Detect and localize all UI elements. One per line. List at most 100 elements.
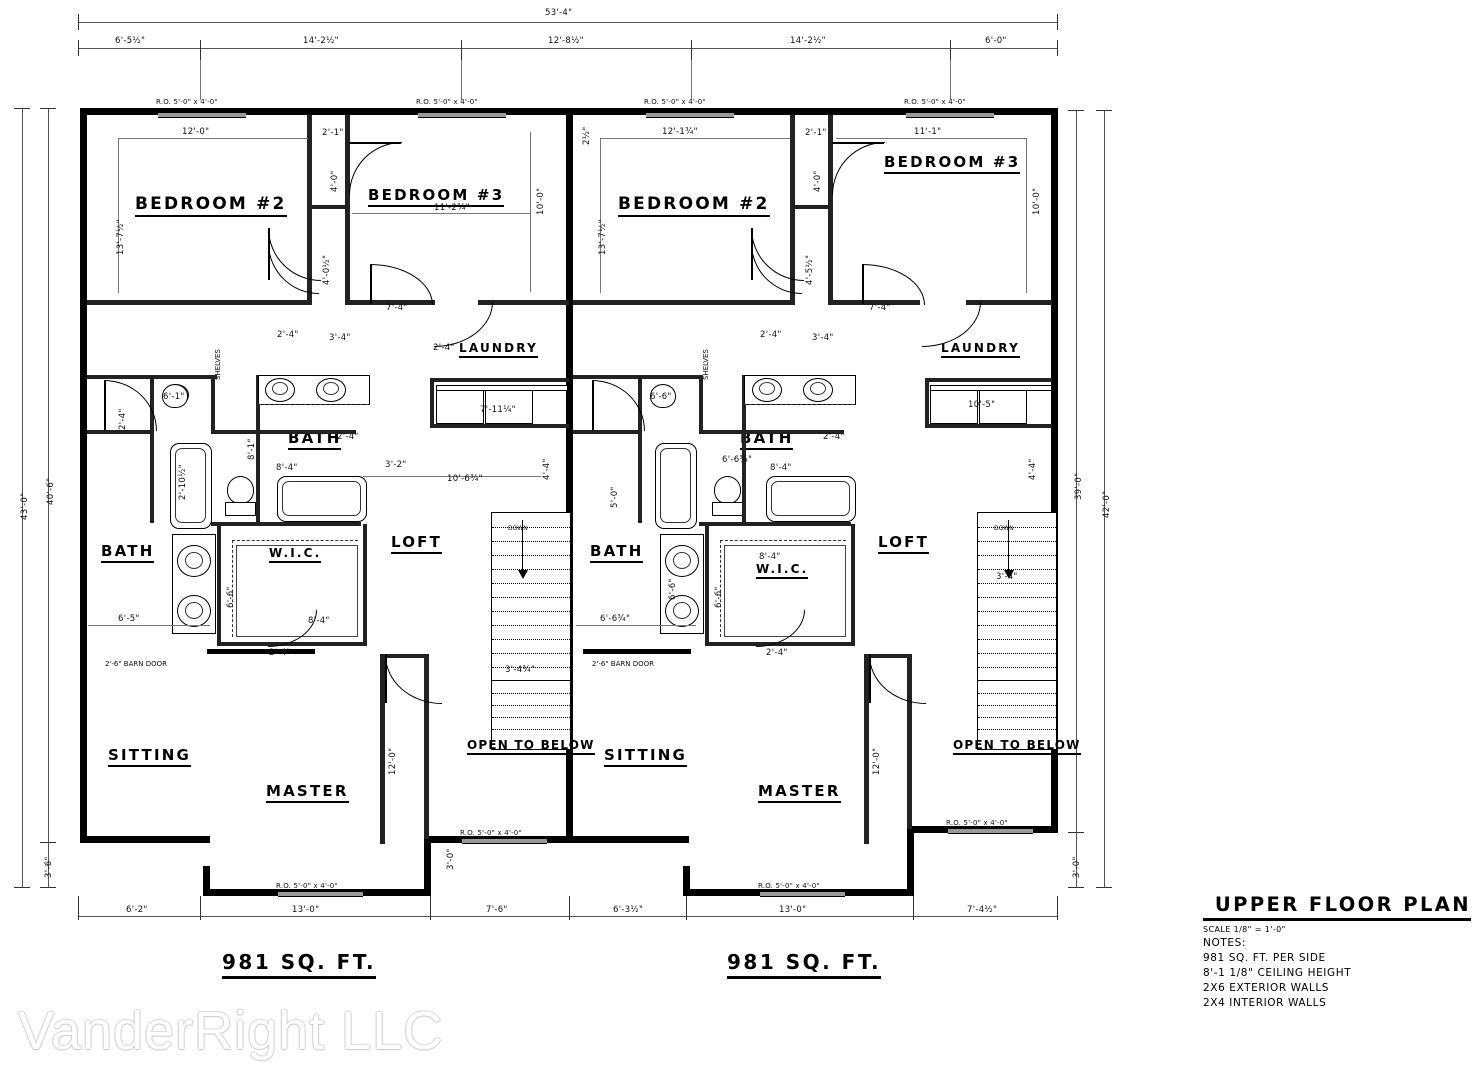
dim-l-mid-1: 3'-2": [385, 460, 407, 470]
dim-l-door-2: 2'-4": [277, 330, 299, 340]
sink-right-2: [803, 378, 833, 402]
wall-laundry-side-left: [430, 378, 434, 428]
wall-bath-v-right: [742, 430, 746, 525]
door-bed3-hall-right: [862, 264, 925, 305]
window-ro-note-2: R.O. 5'-0" x 4'-0": [416, 98, 478, 106]
washer-right: [930, 388, 978, 424]
wall-bath-left-a: [211, 375, 215, 430]
wall-bath-v-left: [256, 430, 260, 525]
exterior-wall-right: [1051, 108, 1058, 833]
dim-r-bed2-height: 13'-7½": [598, 219, 608, 255]
wall-bed3-closet-r: [828, 115, 833, 305]
window-bottom-3: [760, 891, 845, 897]
left-outer-dim-line: [22, 108, 23, 888]
room-label-loft-right: LOFT: [878, 533, 930, 554]
dim-bottom-l3: 7'-6": [486, 905, 508, 915]
dryer-right: [979, 388, 1027, 424]
dim-l-bath-door: 2'-4": [337, 432, 359, 442]
dim-l-bed2-height: 13'-7½": [116, 219, 126, 255]
party-wall: [566, 108, 573, 843]
window-ro-note-4: R.O. 5'-0" x 4'-0": [904, 98, 966, 106]
right-outer-dim-line: [1104, 110, 1105, 887]
dim-l-closet-w: 2'-1": [322, 128, 344, 138]
dim-top-1: 6'-5½": [115, 36, 146, 46]
dim-left-bottom: 3'-6": [44, 856, 54, 878]
left-inner-dim-line: [48, 108, 49, 843]
room-label-laundry-right: LAUNDRY: [941, 341, 1020, 358]
wall-master-right: [864, 654, 869, 844]
dim-l-jog: 3'-0": [446, 848, 456, 870]
dim-r-stair: 3'-4": [996, 572, 1018, 582]
right-inner-dim-line: [1076, 110, 1077, 833]
wall-bath2-top-right: [573, 375, 703, 379]
dim-r-bed2-width: 12'-1¾": [662, 127, 698, 137]
open-to-below-left: OPEN TO BELOW: [467, 738, 595, 755]
window-bottom-2: [462, 838, 547, 844]
wall-laundry-bottom-right: [925, 424, 1052, 428]
barn-door-note-right: 2'-6" BARN DOOR: [592, 660, 654, 668]
dim-r-wic-door: 2'-4": [766, 648, 788, 658]
room-label-laundry-left: LAUNDRY: [459, 341, 538, 358]
dim-l-wic-w: 8'-4": [308, 616, 330, 626]
bathtub-left-upper: [277, 476, 367, 522]
stair-direction-left: DOWN: [508, 525, 528, 532]
wall-bath2-div-left: [87, 430, 152, 434]
exterior-wall-jog-r2: [907, 826, 914, 896]
dim-l-mid-3: 4'-4": [542, 458, 552, 480]
exterior-wall-jog-r1: [683, 866, 690, 896]
dim-l-door-1: 3'-4": [329, 333, 351, 343]
dim-top-5: 6'-0": [985, 36, 1007, 46]
notes-header: NOTES:: [1203, 937, 1246, 949]
wall-bed2-bed3-r: [790, 115, 795, 305]
wall-bed3-bottom-rb: [966, 300, 1052, 305]
open-to-below-right: OPEN TO BELOW: [953, 738, 1081, 755]
door-bed3-right: [832, 142, 885, 195]
wall-bath-right-a: [699, 375, 703, 430]
dim-top-4: 14'-2½": [790, 36, 826, 46]
wall-bed2-bottom: [87, 300, 312, 305]
room-label-loft-left: LOFT: [391, 533, 443, 554]
dim-r-door-2: 2'-4": [760, 330, 782, 340]
window-ro-note-3: R.O. 5'-0" x 4'-0": [644, 98, 706, 106]
dim-left-inner: 40'-6": [46, 477, 56, 505]
sheet-title: UPPER FLOOR PLAN: [1203, 893, 1471, 921]
dim-right-inner: 39'-0": [1074, 472, 1084, 500]
exterior-wall-bottom-r1: [569, 836, 689, 843]
dim-top-3: 12'-8½": [548, 36, 584, 46]
dim-l-laundry-w: 7'-11¼": [480, 405, 516, 415]
dim-r-closet-h2: 4'-5½": [805, 254, 815, 285]
dim-l-bath2-d: 6'-1": [163, 392, 185, 402]
dim-right-outer: 42'-0": [1102, 490, 1112, 518]
area-label-right: 981 SQ. FT.: [727, 950, 882, 979]
dim-l-bed2-width: 12'-0": [182, 127, 210, 137]
room-label-bath-lower-right: BATH: [590, 542, 644, 563]
exterior-wall-jog-l2: [424, 836, 431, 896]
door-master-left: [385, 655, 442, 704]
laundry-counter-right: [930, 385, 1052, 391]
window-bottom-1: [278, 891, 363, 897]
wall-bath-div-right: [699, 430, 844, 434]
stairs-right-lower: [977, 680, 1057, 750]
room-label-wic-right: W.I.C.: [756, 562, 809, 579]
dim-l-laundry-door: 2'-4": [433, 343, 455, 353]
wall-bath2-v-left: [150, 379, 154, 523]
wall-bath2-top-left: [87, 375, 217, 379]
sheet-scale: SCALE 1/8" = 1'-0": [1203, 925, 1286, 934]
watermark: VanderRight LLC: [18, 1001, 444, 1061]
note-line-1: 981 SQ. FT. PER SIDE: [1203, 952, 1326, 964]
stair-direction-right: DOWN: [994, 525, 1014, 532]
dim-r-offset: 2½": [582, 126, 592, 145]
dim-r-bath2-w: 6'-6¾": [600, 614, 631, 624]
washer-left: [436, 388, 484, 424]
wall-wic-right-a: [705, 524, 709, 646]
stairs-right: [977, 512, 1057, 682]
note-line-4: 2X4 INTERIOR WALLS: [1203, 997, 1327, 1009]
wall-laundry-top-right: [925, 378, 1052, 382]
room-label-bedroom3-right: BEDROOM #3: [884, 153, 1021, 174]
dim-bottom-l2: 13'-0": [292, 905, 320, 915]
window-ro-note-5: R.O. 5'-0" x 4'-0": [276, 882, 338, 890]
dim-r-wic-w: 8'-4": [759, 552, 781, 562]
wall-laundry-side-right: [925, 378, 929, 428]
top-dim-chain-line: [78, 48, 1058, 49]
